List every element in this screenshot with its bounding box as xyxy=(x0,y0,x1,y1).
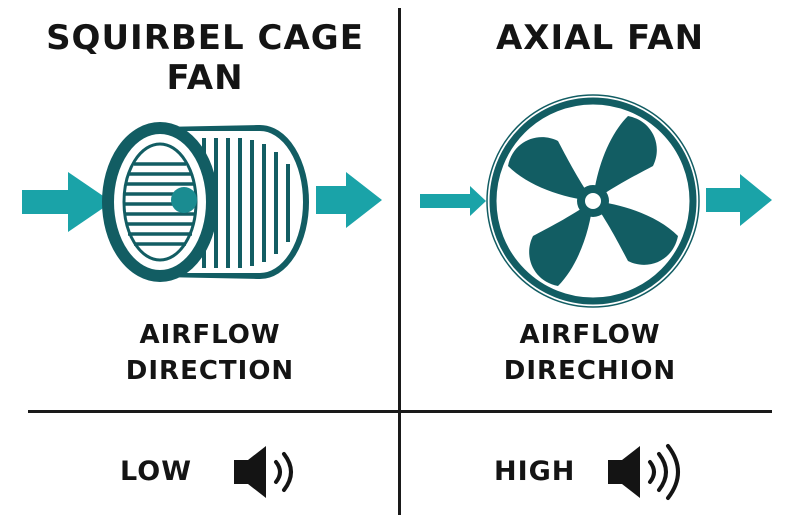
left-inlet-arrow-icon xyxy=(22,172,112,232)
right-airflow-label-line2: DIRECHION xyxy=(503,356,677,386)
right-airflow-label-line1: AIRFLOW xyxy=(519,320,661,350)
right-outlet-arrow-icon xyxy=(706,174,772,226)
left-airflow-label-line2: DIRECTION xyxy=(125,356,295,386)
horizontal-divider xyxy=(28,410,772,413)
right-inlet-arrow-icon xyxy=(420,186,486,216)
left-outlet-arrow-icon xyxy=(316,172,382,228)
speaker-high-volume-icon xyxy=(608,444,680,500)
left-title-line2: FAN xyxy=(166,58,244,98)
axial-fan-icon xyxy=(486,94,700,308)
left-noise-level: LOW xyxy=(120,456,192,487)
right-title: AXIAL FAN xyxy=(495,18,705,58)
vertical-divider xyxy=(398,8,401,515)
squirrel-cage-fan-icon xyxy=(102,122,309,282)
left-title-line1: SQUIRBEL CAGE xyxy=(46,18,364,58)
left-airflow-label-line1: AIRFLOW xyxy=(139,320,281,350)
right-noise-level: HIGH xyxy=(494,456,576,487)
speaker-low-volume-icon xyxy=(234,446,293,498)
